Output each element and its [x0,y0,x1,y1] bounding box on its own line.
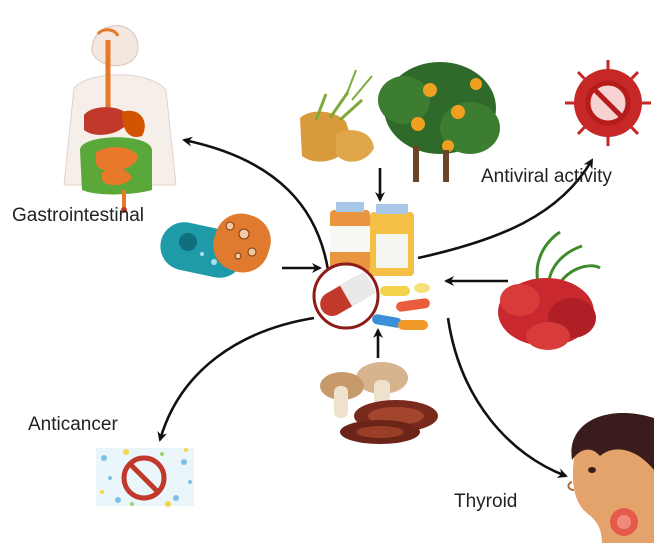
label-gastrointestinal: Gastrointestinal [12,205,144,227]
label-thyroid: Thyroid [454,491,517,513]
mushrooms-icon [320,362,438,444]
bacteria-icon [156,207,278,282]
cancer-cell-prohibited-icon [96,448,194,507]
label-anticancer: Anticancer [28,414,118,436]
ginger-citrus-plant-icon [300,62,500,182]
capsule-icon [314,264,378,328]
pills-icon [371,283,430,330]
thyroid-patient-icon [568,413,654,543]
digestive-system-icon [64,26,176,213]
arrow-to-anticancer [160,318,314,440]
seaweed-icon [498,232,600,350]
label-antiviral-activity: Antiviral activity [481,166,612,188]
virus-prohibited-icon [565,60,651,146]
